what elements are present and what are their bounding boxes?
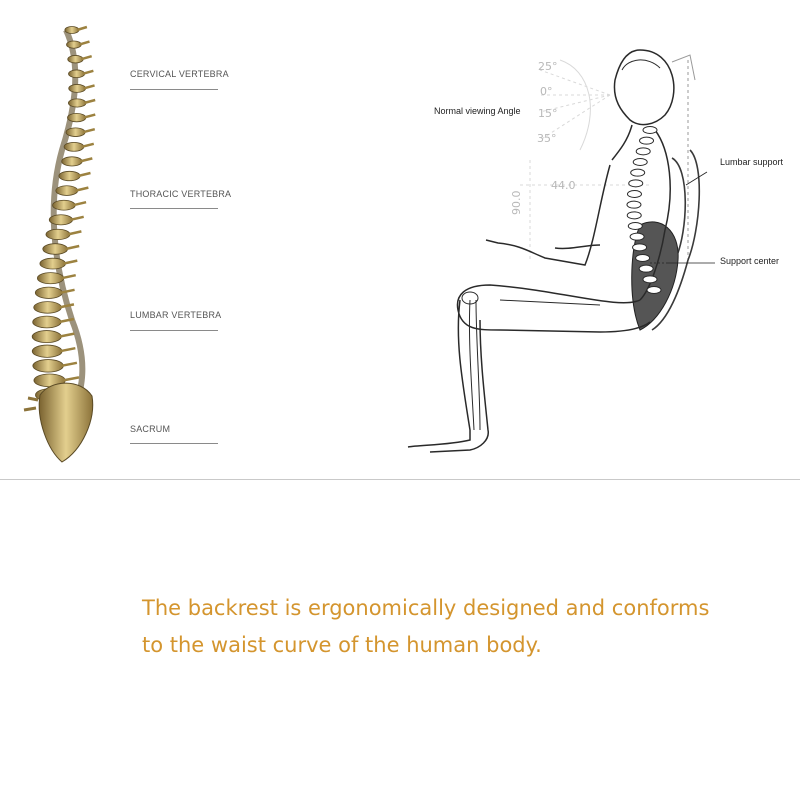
angle-15: 15° bbox=[538, 107, 558, 120]
lumbar-support-leader bbox=[685, 171, 708, 186]
figure-vertebra bbox=[626, 190, 642, 198]
sacrum-bone bbox=[38, 382, 94, 463]
vertebra bbox=[48, 214, 73, 226]
callout-normal-viewing-angle: Normal viewing Angle bbox=[434, 106, 521, 116]
rule-lumbar bbox=[130, 330, 218, 331]
figure-vertebra bbox=[646, 286, 662, 294]
section-divider bbox=[0, 479, 800, 480]
measure-44: 44.0 bbox=[551, 179, 576, 192]
vertebra-process bbox=[62, 376, 80, 382]
vertebra-process bbox=[72, 200, 87, 207]
vertebra bbox=[33, 301, 62, 314]
figure-vertebra bbox=[639, 136, 655, 145]
vertebra bbox=[63, 141, 85, 152]
vertebra bbox=[58, 170, 81, 182]
vertebra-process bbox=[78, 40, 90, 46]
vertebra bbox=[37, 272, 65, 285]
angle-35: 35° bbox=[537, 132, 557, 145]
figure-vertebra bbox=[632, 243, 648, 252]
vertebra-process bbox=[77, 171, 91, 178]
rule-cervical bbox=[130, 89, 218, 90]
rule-thoracic bbox=[130, 208, 218, 209]
vertebra bbox=[64, 26, 80, 34]
label-sacrum: SACRUM bbox=[130, 424, 171, 434]
label-lumbar: LUMBAR VERTEBRA bbox=[130, 310, 222, 320]
vertebra-process bbox=[60, 288, 75, 295]
vertebra-process bbox=[61, 361, 78, 368]
vertebra-process bbox=[79, 157, 93, 163]
vertebra-process bbox=[83, 113, 96, 119]
vertebra-process bbox=[59, 346, 76, 353]
chair-backrest bbox=[651, 149, 701, 331]
vertebra bbox=[34, 286, 63, 299]
measure-90: 90.0 bbox=[510, 191, 523, 216]
vertebra-process bbox=[76, 25, 88, 32]
vertebrae-group bbox=[31, 25, 96, 402]
viewing-angle-guides bbox=[520, 59, 650, 260]
angle-0: 0° bbox=[540, 85, 553, 98]
vertebra bbox=[67, 98, 87, 108]
vertebra bbox=[68, 69, 86, 79]
vertebra bbox=[61, 156, 83, 167]
figure-vertebra bbox=[627, 222, 643, 230]
callout-support-center: Support center bbox=[720, 256, 780, 266]
seated-figure bbox=[407, 49, 675, 453]
figure-vertebra bbox=[642, 275, 658, 284]
vertebra bbox=[67, 112, 87, 123]
vertebra-process bbox=[63, 259, 78, 265]
vertebra-process bbox=[81, 142, 95, 149]
rule-sacrum bbox=[130, 443, 218, 444]
label-cervical: CERVICAL VERTEBRA bbox=[130, 69, 229, 79]
feature-caption: The backrest is ergonomically designed a… bbox=[142, 590, 782, 664]
leg-bones bbox=[461, 291, 601, 431]
angle-25: 25° bbox=[538, 60, 558, 73]
vertebra bbox=[52, 199, 76, 211]
figure-vertebra bbox=[629, 232, 645, 241]
vertebra bbox=[55, 185, 79, 196]
vertebra bbox=[31, 330, 62, 344]
vertebra bbox=[32, 315, 62, 329]
vertebra-process bbox=[65, 244, 80, 251]
vertebra bbox=[65, 127, 86, 137]
vertebra bbox=[42, 243, 69, 255]
vertebra-process bbox=[70, 215, 84, 222]
vertebra-process bbox=[59, 332, 75, 338]
caption-line-1: The backrest is ergonomically designed a… bbox=[142, 596, 710, 620]
callout-lumbar-support: Lumbar support bbox=[720, 157, 784, 167]
figure-spine bbox=[626, 126, 662, 294]
vertebra bbox=[39, 257, 66, 270]
vertebra-process bbox=[75, 186, 89, 192]
figure-vertebra bbox=[632, 158, 648, 166]
label-thoracic: THORACIC VERTEBRA bbox=[130, 189, 232, 199]
figure-vertebra bbox=[642, 126, 658, 134]
figure-vertebra bbox=[635, 254, 651, 262]
vertebra-process bbox=[83, 98, 96, 105]
vertebra-process bbox=[82, 127, 96, 134]
vertebra-process bbox=[80, 54, 93, 61]
vertebra-process bbox=[67, 230, 82, 236]
figure-vertebra bbox=[626, 211, 642, 220]
vertebra bbox=[31, 344, 63, 358]
vertebra bbox=[32, 359, 64, 373]
vertebra-process bbox=[82, 69, 94, 76]
vertebra bbox=[45, 228, 71, 240]
vertebra bbox=[66, 40, 82, 49]
seated-posture-diagram: 25° 0° 15° 35° 44.0 90.0 bbox=[407, 49, 715, 453]
figure-vertebra bbox=[630, 168, 646, 177]
figure-vertebra bbox=[626, 200, 642, 209]
figure-vertebra bbox=[635, 147, 651, 156]
vertebra bbox=[67, 55, 84, 64]
figure-vertebra bbox=[628, 179, 644, 188]
figure-vertebra bbox=[638, 264, 654, 273]
vertebra bbox=[68, 84, 87, 93]
vertebra-process bbox=[61, 273, 76, 280]
spine-illustration bbox=[23, 25, 96, 463]
vertebra-process bbox=[59, 303, 75, 309]
caption-line-2: to the waist curve of the human body. bbox=[142, 633, 542, 657]
vertebra-process bbox=[83, 84, 95, 90]
vertebra-process bbox=[58, 317, 75, 324]
